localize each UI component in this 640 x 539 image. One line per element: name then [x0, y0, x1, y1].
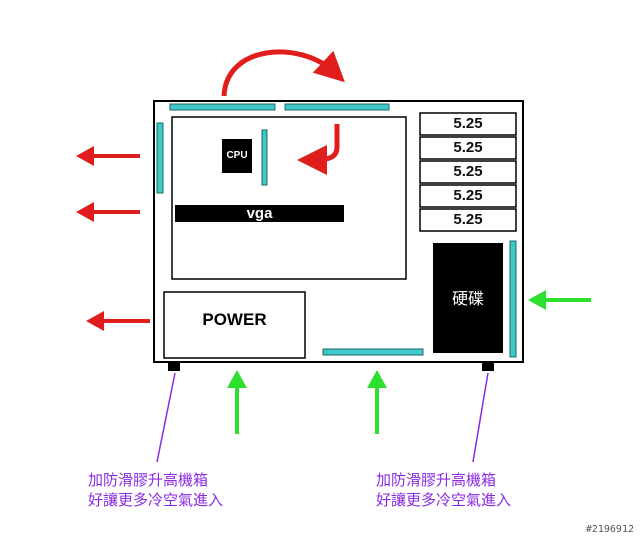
- drive-bay-5: [419, 208, 517, 232]
- vga-card: [175, 205, 344, 222]
- fan-cpu-side: [261, 129, 268, 186]
- note-pointer-right: [472, 372, 489, 463]
- exhaust-arrowhead-1: [76, 146, 94, 166]
- cpu-chip: [222, 139, 252, 173]
- drive-bay-label: 5.25: [453, 211, 483, 228]
- curved-exhaust-arrow-top: [221, 49, 345, 97]
- note-left-line1: 加防滑膠升高機箱: [88, 471, 209, 489]
- intake-arrowhead-bottom-right: [367, 370, 387, 388]
- cpu-label: CPU: [226, 150, 248, 161]
- fan-top-left: [169, 103, 276, 111]
- power-label: POWER: [202, 310, 267, 329]
- hard-disk-label: 硬碟: [451, 289, 484, 308]
- note-right-line2: 好讓更多冷空氣進入: [376, 491, 512, 509]
- fan-front-right: [509, 240, 517, 358]
- note-right-line1: 加防滑膠升高機箱: [376, 471, 497, 489]
- drive-bay-2: [419, 136, 517, 160]
- exhaust-arrows: [76, 146, 150, 331]
- intake-arrowhead-bottom-left: [227, 370, 247, 388]
- fan-rear-left: [156, 122, 164, 194]
- drive-bay-label: 5.25: [453, 187, 483, 204]
- drive-bay-1: [419, 112, 517, 136]
- drive-bay-3: [419, 160, 517, 184]
- hard-disk: [433, 243, 503, 353]
- case-foot-left: [168, 363, 180, 371]
- motherboard-area: [171, 116, 407, 280]
- watermark: #2196912: [585, 524, 634, 535]
- drive-bay-label: 5.25: [453, 163, 483, 180]
- fan-bottom: [322, 348, 424, 356]
- curved-flow-arrow-inner: [297, 124, 340, 175]
- intake-arrowhead-right: [528, 290, 546, 310]
- note-left-line2: 好讓更多冷空氣進入: [88, 491, 224, 509]
- vga-label: vga: [246, 205, 273, 222]
- drive-bay-label: 5.25: [453, 115, 483, 132]
- exhaust-arrowhead-3: [86, 311, 104, 331]
- case-outline: [153, 100, 524, 363]
- intake-arrows: [227, 290, 591, 434]
- power-supply: [163, 291, 306, 359]
- case-foot-right: [482, 363, 494, 371]
- fans: [156, 103, 517, 358]
- drive-bay-label: 5.25: [453, 139, 483, 156]
- exhaust-arrowhead-2: [76, 202, 94, 222]
- note-pointer-left: [156, 372, 176, 463]
- fan-top-right: [284, 103, 390, 111]
- drive-bay-4: [419, 184, 517, 208]
- note-right: 加防滑膠升高機箱 好讓更多冷空氣進入: [376, 470, 511, 510]
- note-left: 加防滑膠升高機箱 好讓更多冷空氣進入: [88, 470, 223, 510]
